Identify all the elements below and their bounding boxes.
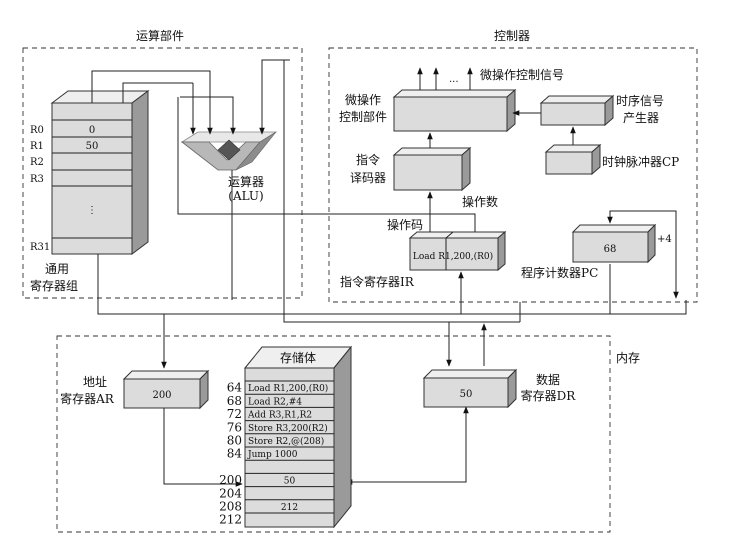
pc-increment: +4 xyxy=(657,234,672,245)
decoder-label-2: 译码器 xyxy=(350,171,386,185)
operand-label: 操作数 xyxy=(462,194,498,209)
register-file-title-1: 通用 xyxy=(45,262,69,276)
signal-dots: ... xyxy=(449,74,459,85)
decoder-box xyxy=(392,146,472,192)
bus-address xyxy=(97,254,687,315)
ir-label: 指令寄存器IR xyxy=(340,274,415,289)
data-register xyxy=(422,368,518,409)
micro-op-control-box xyxy=(392,88,517,133)
micro-op-label-1: 微操作 xyxy=(345,92,381,107)
instruction-register xyxy=(408,230,507,272)
storage-address: 208 xyxy=(219,500,242,514)
storage-address: 212 xyxy=(219,513,242,527)
clock-label: 时钟脉冲器CP xyxy=(602,154,679,169)
storage-cell-content: Load R1,200,(R0) xyxy=(248,383,328,394)
pc-value: 68 xyxy=(604,244,617,255)
storage-address: 200 xyxy=(219,473,242,487)
storage-address: 84 xyxy=(227,447,243,461)
clock-box xyxy=(544,143,602,176)
micro-signal-label: 微操作控制信号 xyxy=(480,67,564,82)
register-label-r31: R31 xyxy=(30,242,50,253)
alu-shape xyxy=(180,131,278,171)
register-label-r3: R3 xyxy=(30,174,44,185)
storage-cell-content: Load R2,#4 xyxy=(248,397,302,407)
wire-reg-to-alu-b xyxy=(122,82,193,103)
register-ellipsis: ⋮ xyxy=(87,205,97,216)
ir-content: Load R1,200,(R0) xyxy=(413,251,493,262)
pc-label: 程序计数器PC xyxy=(521,265,598,280)
memory-frame xyxy=(56,335,611,533)
ar-label-2: 寄存器AR xyxy=(60,391,115,406)
register-r0-value: 0 xyxy=(89,125,95,136)
storage-cell-content: Store R3,200(R2) xyxy=(248,423,328,434)
wire-operand-to-alu xyxy=(177,97,476,232)
dr-label-2: 寄存器DR xyxy=(521,388,577,403)
program-counter xyxy=(571,223,657,264)
control-unit-title: 控制器 xyxy=(494,29,530,43)
alu-label-1: 运算器 xyxy=(228,174,264,189)
wire-dr-storage xyxy=(345,406,469,485)
storage-address: 72 xyxy=(227,407,242,421)
ar-label-1: 地址 xyxy=(83,375,107,389)
storage-cell-content: Add R3,R1,R2 xyxy=(247,411,312,421)
dr-value: 50 xyxy=(460,389,473,400)
micro-op-label-2: 控制部件 xyxy=(339,109,387,124)
storage-cell-content: 50 xyxy=(284,477,296,487)
wire-pc-increment xyxy=(607,210,677,238)
storage-cell-content: Jump 1000 xyxy=(247,450,298,460)
storage-address: 64 xyxy=(227,381,243,395)
storage-address: 68 xyxy=(227,394,242,408)
timing-label-2: 产生器 xyxy=(623,111,659,125)
register-file: 0 50 xyxy=(50,90,150,255)
storage-address: 76 xyxy=(227,420,242,434)
address-register xyxy=(122,369,210,410)
ar-value: 200 xyxy=(152,390,171,401)
bus-data xyxy=(283,60,520,323)
storage-cell-content: Store R2,@(208) xyxy=(248,436,324,447)
storage-address: 80 xyxy=(227,434,242,448)
opcode-label: 操作码 xyxy=(387,217,423,232)
wire-alu-input-c xyxy=(180,96,236,135)
alu-unit-frame xyxy=(22,47,303,299)
register-r1-value: 50 xyxy=(86,141,99,152)
dr-label-1: 数据 xyxy=(536,372,560,387)
register-label-r2: R2 xyxy=(30,157,44,168)
storage-rows: 64 Load R1,200,(R0) 68 Load R2,#4 72 Add R3,R… xyxy=(219,380,334,527)
register-label-r0: R0 xyxy=(30,125,44,136)
timing-label-1: 时序信号 xyxy=(616,93,664,108)
storage-cell-content: 212 xyxy=(281,503,298,513)
register-label-r1: R1 xyxy=(30,141,44,152)
wire-ar-to-storage xyxy=(163,408,243,487)
decoder-label-1: 指令 xyxy=(356,152,380,167)
control-unit-frame xyxy=(328,47,698,303)
alu-label-2: (ALU) xyxy=(228,189,263,203)
storage-title: 存储体 xyxy=(280,350,316,365)
timing-generator-box xyxy=(539,94,615,127)
register-file-title-2: 寄存器组 xyxy=(30,278,78,293)
memory-title: 内存 xyxy=(616,351,640,365)
storage-address: 204 xyxy=(219,486,242,500)
wire-reg-to-alu-a xyxy=(91,70,213,135)
alu-unit-title: 运算部件 xyxy=(136,28,184,43)
